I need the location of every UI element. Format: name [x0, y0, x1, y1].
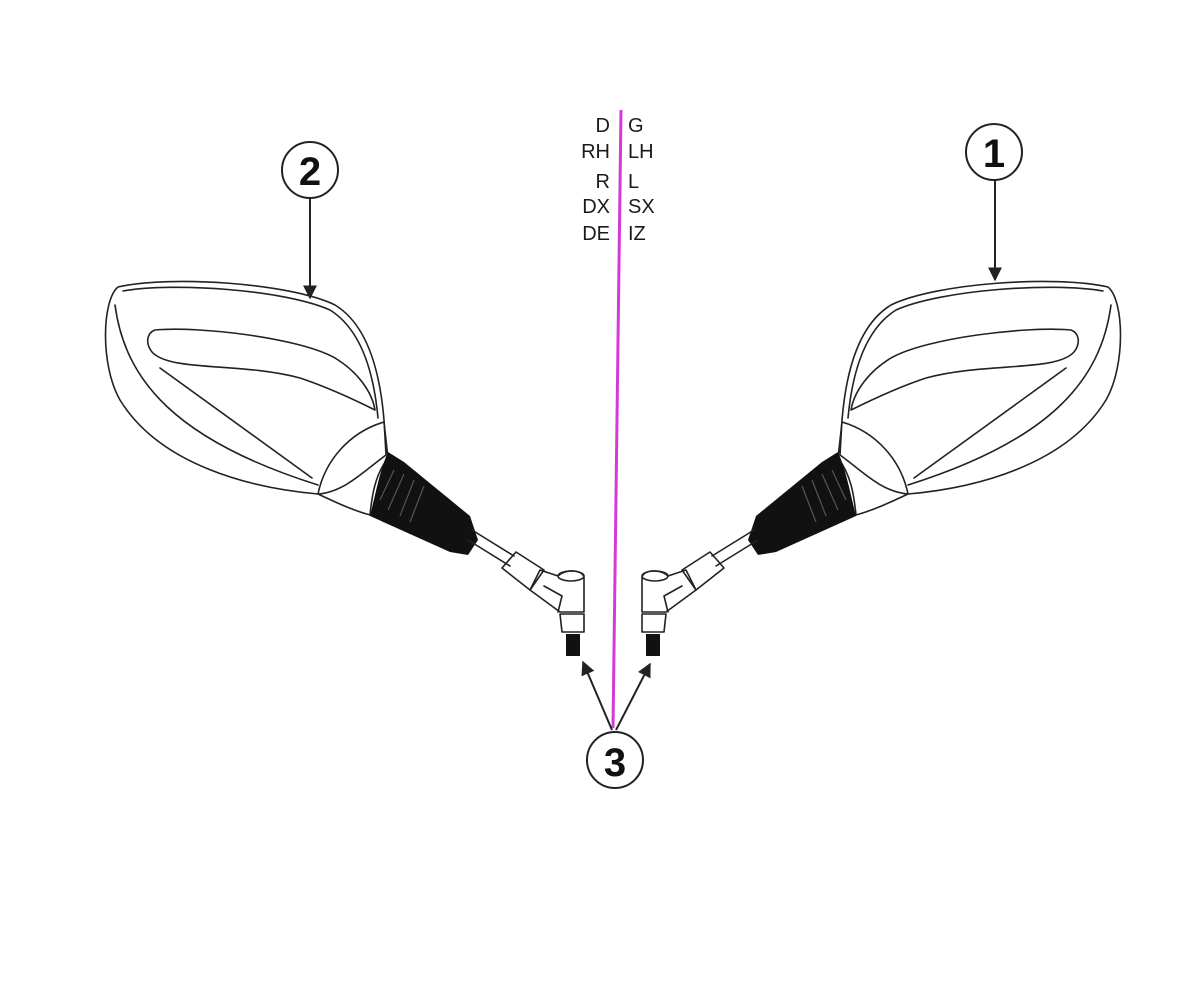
side-label-left-1: LH [628, 141, 654, 163]
side-label-left-0: G [628, 115, 644, 137]
mirror-1-lower-edge [907, 304, 1112, 486]
mirror-part-2 [104, 280, 585, 656]
mirror-1-collar [681, 551, 725, 591]
mirror-2-lens [146, 328, 376, 411]
callout-3-leader-right [615, 662, 651, 731]
side-labels-left: G LH L SX IZ [628, 115, 655, 245]
side-label-right-2: R [596, 171, 610, 193]
callout-3-circle [586, 731, 644, 789]
mirror-1-housing-rim [847, 286, 1104, 419]
mirror-1-stem [711, 529, 759, 567]
center-divider-line [611, 109, 623, 729]
callout-3: 3 [581, 660, 651, 789]
side-labels-right: D RH R DX DE [581, 115, 610, 245]
mirror-2-stud-nut [559, 613, 585, 633]
callout-2-number: 2 [299, 150, 321, 194]
side-label-right-0: D [596, 115, 610, 137]
mirror-2-stud-thread [566, 634, 580, 656]
mirror-2-stem [467, 529, 515, 567]
side-label-left-4: IZ [628, 223, 646, 245]
mirror-1-reflector-line [913, 367, 1067, 479]
mirror-1-elbow [641, 569, 697, 613]
mirror-2-housing-rim [122, 286, 379, 419]
mirror-1-stud-thread [646, 634, 660, 656]
mirror-1-base-cup [837, 421, 909, 516]
side-label-left-3: SX [628, 196, 655, 218]
mirror-2-elbow [529, 569, 585, 613]
mirror-2-lower-edge [114, 304, 319, 486]
mirror-part-1 [641, 280, 1122, 656]
side-label-right-1: RH [581, 141, 610, 163]
side-label-right-3: DX [582, 196, 610, 218]
mirror-1-lens [850, 328, 1080, 411]
mirror-1-rubber-boot [748, 452, 856, 555]
callout-2: 2 [281, 141, 339, 300]
mirror-1-stud-nut [641, 613, 667, 633]
mirror-2-rubber-boot [370, 452, 478, 555]
callout-1: 1 [965, 123, 1023, 282]
callout-1-number: 1 [983, 132, 1005, 176]
mirror-2-housing-outer [104, 280, 387, 495]
mirror-2-reflector-line [159, 367, 313, 479]
mirror-2-collar [501, 551, 545, 591]
callout-3-leader-left [581, 660, 613, 731]
side-label-left-2: L [628, 171, 639, 193]
side-label-right-4: DE [582, 223, 610, 245]
mirror-1-housing-outer [839, 280, 1122, 495]
callout-3-number: 3 [604, 741, 626, 785]
mirror-2-base-cup [317, 421, 389, 516]
